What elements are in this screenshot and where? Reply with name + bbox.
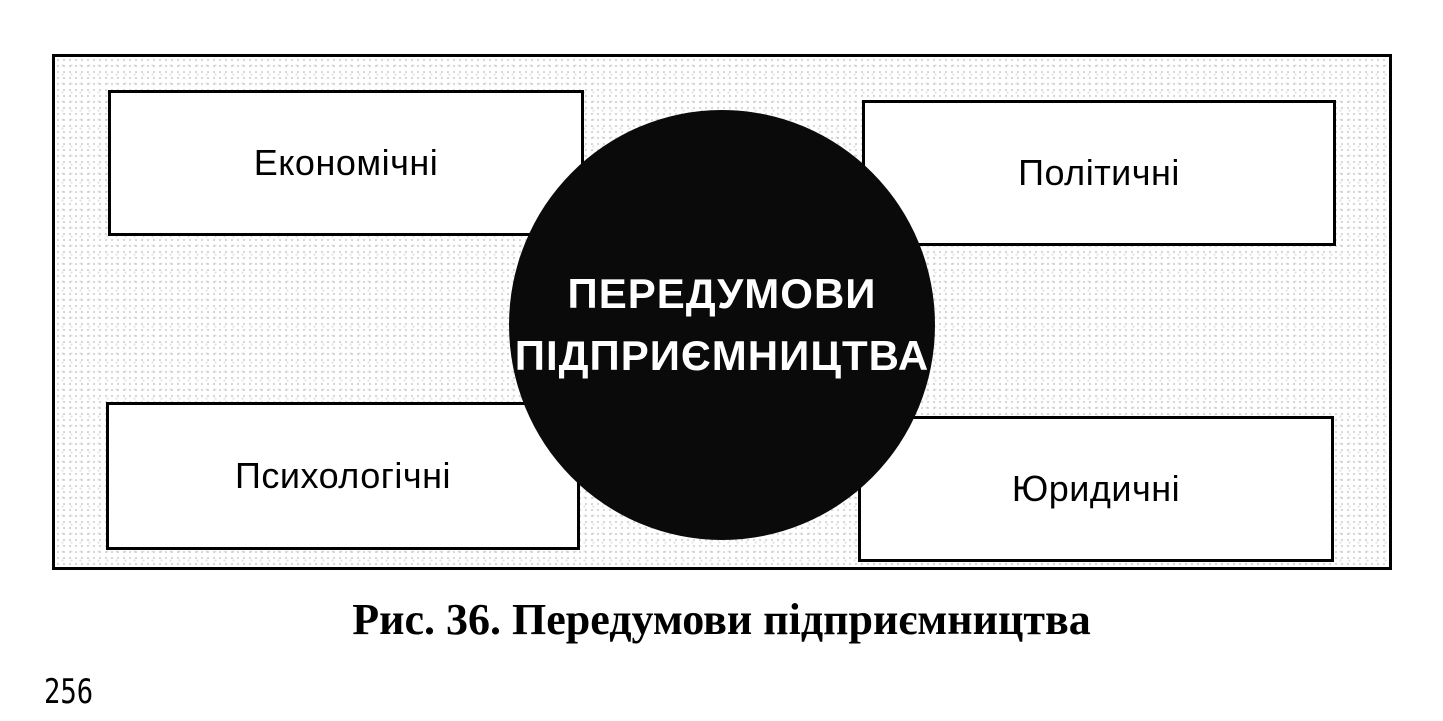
box-legal-label: Юридичні <box>1011 468 1181 509</box>
page-number: 256 <box>44 672 94 712</box>
box-legal: Юридичні <box>858 416 1334 562</box>
box-political-label: Політичні <box>1018 152 1180 193</box>
center-title-line-1: ПЕРЕДУМОВИ <box>567 270 877 317</box>
box-economic: Економічні <box>108 90 584 236</box>
figure-caption: Рис. 36. Передумови підприємництва <box>352 595 1091 644</box>
box-psychological: Психологічні <box>106 402 580 550</box>
center-circle: ПЕРЕДУМОВИ ПІДПРИЄМНИЦТВА <box>509 110 935 540</box>
box-political: Політичні <box>862 100 1336 246</box>
box-psychological-label: Психологічні <box>234 455 451 496</box>
box-economic-label: Економічні <box>253 142 439 183</box>
center-title-line-2: ПІДПРИЄМНИЦТВА <box>514 332 930 379</box>
